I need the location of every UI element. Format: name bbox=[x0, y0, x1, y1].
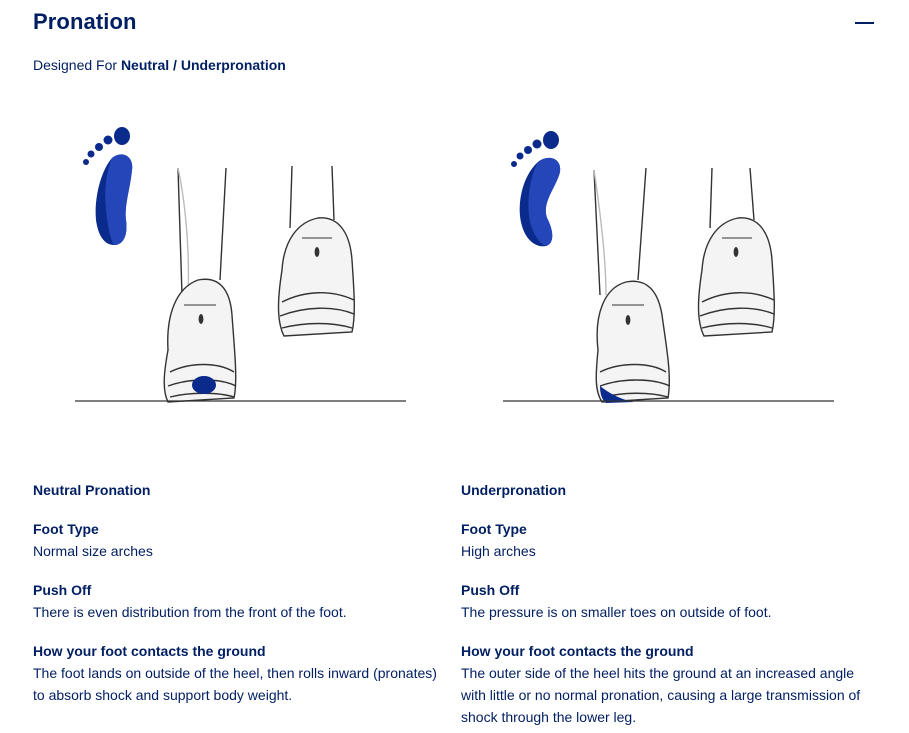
push-off-value: There is even distribution from the fron… bbox=[33, 604, 347, 620]
neutral-pronation-drawing bbox=[75, 127, 406, 403]
push-off-value: The pressure is on smaller toes on outsi… bbox=[461, 604, 772, 620]
push-off-label: Push Off bbox=[33, 582, 92, 598]
foot-type-value: Normal size arches bbox=[33, 543, 153, 559]
neutral-pronation-foot-illustration bbox=[70, 110, 410, 410]
designed-for: Designed For Neutral / Underpronation bbox=[33, 57, 286, 73]
underpronation-foot-illustration bbox=[500, 110, 840, 410]
collapse-button[interactable] bbox=[854, 14, 876, 32]
footprint-icon bbox=[511, 131, 561, 247]
front-leg-and-shoe bbox=[697, 167, 776, 337]
push-off-label: Push Off bbox=[461, 582, 520, 598]
neutral-pronation-column: Neutral Pronation Foot Type Normal size … bbox=[33, 479, 448, 706]
foot-type-label: Foot Type bbox=[33, 521, 99, 537]
column-heading: Underpronation bbox=[461, 482, 566, 498]
contact-value: The outer side of the heel hits the grou… bbox=[461, 665, 861, 725]
designed-for-label: Designed For bbox=[33, 57, 118, 73]
contact-label: How your foot contacts the ground bbox=[33, 643, 266, 659]
designed-for-value: Neutral / Underpronation bbox=[120, 57, 286, 73]
contact-label: How your foot contacts the ground bbox=[461, 643, 694, 659]
footprint-icon bbox=[83, 127, 133, 245]
rear-leg-and-shoe bbox=[163, 167, 237, 403]
underpronation-column: Underpronation Foot Type High arches Pus… bbox=[461, 479, 876, 728]
contact-value: The foot lands on outside of the heel, t… bbox=[33, 665, 437, 703]
underpronation-drawing bbox=[503, 131, 834, 403]
foot-type-value: High arches bbox=[461, 543, 536, 559]
minus-icon bbox=[855, 22, 874, 24]
column-heading: Neutral Pronation bbox=[33, 482, 151, 498]
contact-point-marker bbox=[600, 386, 634, 403]
contact-point-marker bbox=[192, 376, 216, 394]
rear-leg-and-shoe bbox=[593, 167, 671, 403]
front-leg-and-shoe bbox=[277, 165, 356, 337]
foot-type-label: Foot Type bbox=[461, 521, 527, 537]
section-title: Pronation bbox=[33, 9, 137, 34]
